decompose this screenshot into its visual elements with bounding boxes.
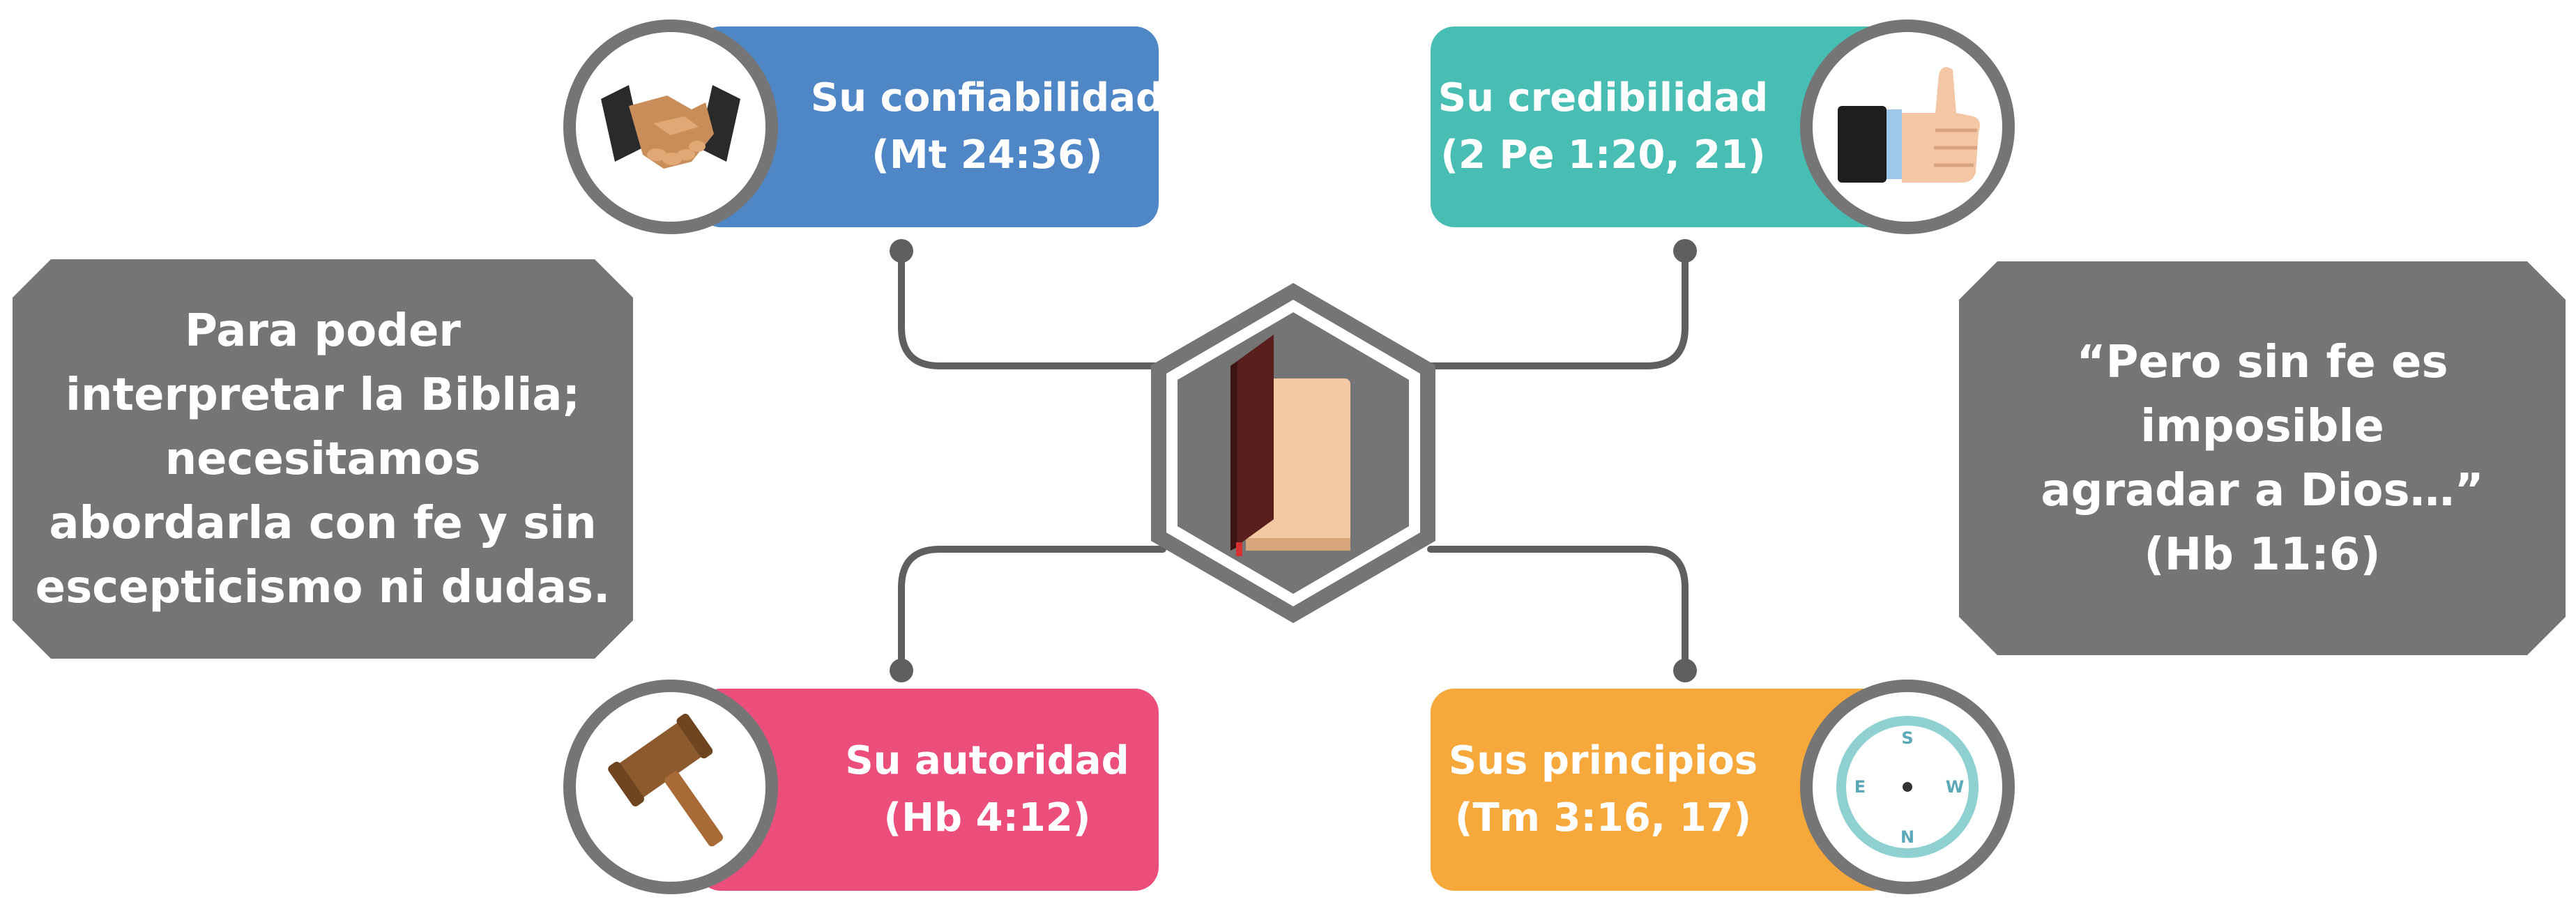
card-title: Su confiabilidad: [810, 75, 1164, 121]
connector-bottom-right: [1427, 546, 1689, 674]
connector-dot-top-left: [890, 239, 913, 263]
compass-letter-e: E: [1854, 777, 1866, 797]
card-reference: (Mt 24:36): [871, 132, 1103, 178]
icon-circle-bottom-left: [563, 680, 778, 894]
connector-top-right: [1427, 247, 1689, 369]
connector-dot-bottom-left: [890, 659, 913, 682]
right-box-line: (Hb 11:6): [2144, 528, 2381, 581]
right-box-line: agradar a Dios…”: [2041, 464, 2484, 516]
right-quote-box: “Pero sin fe es imposible agradar a Dios…: [1959, 261, 2566, 655]
connector-dot-bottom-right: [1673, 659, 1697, 682]
compass-letter-n: N: [1900, 827, 1914, 847]
left-text-box: Para poder interpretar la Biblia; necesi…: [13, 259, 633, 659]
bible-book-icon: [1230, 335, 1350, 556]
connector-dot-top-right: [1673, 239, 1697, 263]
card-reference: (Tm 3:16, 17): [1454, 795, 1752, 841]
right-box-text: “Pero sin fe es imposible agradar a Dios…: [2041, 330, 2483, 587]
card-credibilidad: Su credibilidad (2 Pe 1:20, 21): [1431, 26, 1894, 227]
thumbs-up-icon: [1838, 67, 1980, 183]
left-box-line: abordarla con fe y sin: [49, 497, 597, 549]
compass-icon: S N E W: [1836, 716, 1979, 858]
left-box-line: escepticismo ni dudas.: [35, 561, 611, 613]
card-reference: (2 Pe 1:20, 21): [1440, 132, 1766, 178]
card-title: Su credibilidad: [1438, 75, 1769, 121]
card-reference: (Hb 4:12): [883, 795, 1091, 841]
right-box-line: “Pero sin fe es: [2076, 336, 2448, 388]
left-box-line: Para poder: [185, 305, 461, 357]
center-hexagon: [1151, 283, 1435, 623]
icon-circle-bottom-right: S N E W: [1800, 680, 2015, 894]
card-title: Sus principios: [1448, 738, 1758, 783]
left-box-line: interpretar la Biblia;: [65, 369, 581, 421]
connector-bottom-left: [898, 546, 1166, 674]
handshake-icon: [601, 85, 740, 169]
left-box-text: Para poder interpretar la Biblia; necesi…: [36, 299, 611, 620]
gavel-icon: [608, 714, 724, 847]
left-box-line: necesitamos: [165, 433, 481, 485]
compass-letter-s: S: [1901, 728, 1913, 748]
icon-circle-top-left: [563, 20, 778, 234]
icon-circle-top-right: [1800, 20, 2015, 234]
card-title: Su autoridad: [845, 738, 1129, 783]
compass-letter-w: W: [1946, 777, 1964, 797]
right-box-line: imposible: [2140, 400, 2384, 452]
connector-top-left: [898, 247, 1166, 369]
